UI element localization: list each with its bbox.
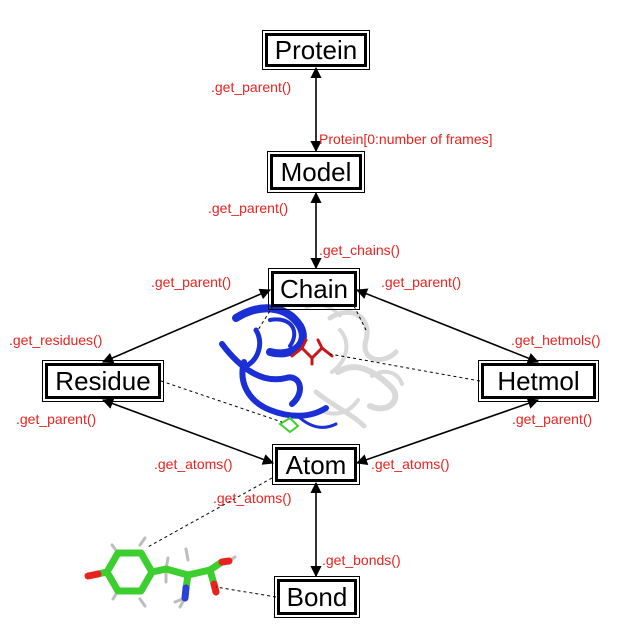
ribbon-blue-strand-3 bbox=[239, 359, 329, 419]
node-hetmol: Hetmol bbox=[478, 360, 599, 402]
edge-residue-atom bbox=[101, 398, 275, 465]
label-chain-hetmol-up: .get_parent() bbox=[381, 274, 462, 290]
ribbon-blue-strand-2 bbox=[219, 341, 303, 407]
label-model-chain-up: .get_parent() bbox=[208, 200, 289, 216]
h-bond-2 bbox=[138, 536, 147, 547]
edge-chain-hetmol bbox=[355, 288, 540, 364]
dotted-chain-to-ribbon-right bbox=[353, 305, 367, 331]
ribbon-blue-strand-4 bbox=[243, 327, 263, 369]
stick-molecule-icon bbox=[84, 536, 237, 609]
node-atom: Atom bbox=[272, 444, 360, 485]
ligand-bond-2 bbox=[300, 338, 324, 366]
hydroxyl-oxygen bbox=[84, 570, 102, 580]
ligand-in-site bbox=[290, 338, 334, 366]
carboxyl-oxygen-1 bbox=[218, 557, 233, 566]
h-bond-6 bbox=[184, 547, 190, 562]
dotted-bond-to-molecule bbox=[215, 586, 277, 598]
label-protein-model-up: .get_parent() bbox=[211, 79, 292, 95]
carboxyl-oxygen-2 bbox=[210, 580, 220, 596]
protein-ribbon-icon bbox=[219, 303, 404, 434]
node-residue: Residue bbox=[42, 360, 164, 402]
side-chain bbox=[148, 565, 214, 579]
label-protein-model-down: Protein[0:number of frames] bbox=[319, 131, 493, 147]
edge-chain-residue bbox=[101, 288, 272, 364]
node-model: Model bbox=[267, 151, 365, 193]
node-chain: Chain bbox=[268, 268, 360, 310]
label-residue-atom-down: .get_atoms() bbox=[154, 456, 233, 472]
dotted-residue-to-sticks bbox=[160, 380, 283, 423]
residue-stick-ring bbox=[278, 416, 300, 434]
label-hetmol-atom-down: .get_atoms() bbox=[371, 456, 450, 472]
label-model-chain-down: .get_chains() bbox=[319, 242, 400, 258]
label-hetmol-atom-up: .get_parent() bbox=[512, 411, 593, 427]
node-bond: Bond bbox=[274, 576, 360, 618]
edge-hetmol-atom bbox=[355, 398, 540, 465]
label-atom-molecule: .get_atoms() bbox=[213, 490, 292, 506]
dotted-hetmol-to-ligand bbox=[329, 353, 481, 382]
ribbon-white-strand-4 bbox=[330, 328, 349, 374]
ribbon-white-strand-1 bbox=[327, 310, 399, 363]
label-residue-atom-up: .get_parent() bbox=[16, 411, 97, 427]
label-chain-residue-down: .get_residues() bbox=[9, 332, 103, 348]
dotted-atom-to-molecule bbox=[145, 477, 273, 549]
ribbon-white-strand-3 bbox=[313, 389, 367, 429]
ribbon-blue-strand-1 bbox=[232, 304, 307, 358]
ribbon-white-strand-2 bbox=[335, 364, 399, 412]
label-chain-residue-up: .get_parent() bbox=[151, 274, 232, 290]
node-protein: Protein bbox=[262, 30, 370, 70]
aromatic-ring bbox=[103, 549, 156, 595]
label-atom-bond: .get_bonds() bbox=[322, 552, 401, 568]
ribbon-blue-strand-6 bbox=[298, 416, 338, 429]
residue-sticks bbox=[278, 416, 300, 434]
ribbon-white-strand-5 bbox=[370, 369, 404, 386]
amine-nitrogen bbox=[181, 584, 190, 602]
ribbon-blue-strand-5 bbox=[268, 317, 297, 348]
h-bond-4 bbox=[138, 597, 147, 608]
dotted-chain-to-ribbon-left bbox=[257, 305, 274, 331]
label-chain-hetmol-down: .get_hetmols() bbox=[511, 332, 601, 348]
